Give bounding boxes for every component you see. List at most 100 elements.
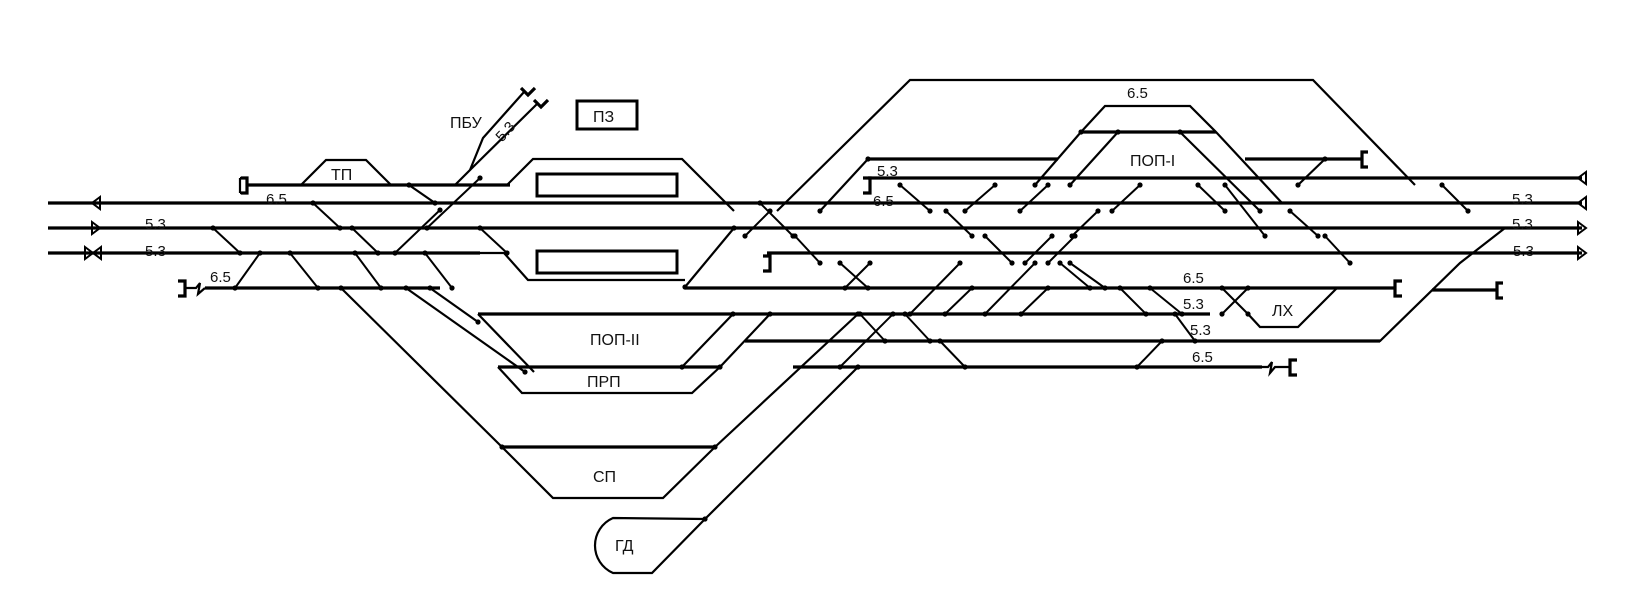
switch-link (939, 340, 966, 368)
pop2-loop (477, 313, 535, 373)
switch-link (424, 252, 453, 289)
switch-link (839, 262, 869, 289)
switch-point (1245, 285, 1251, 291)
tp-label: ТП (331, 167, 352, 184)
switch-point (1322, 233, 1328, 239)
switch-link (819, 158, 869, 212)
switch-point (1195, 182, 1201, 188)
switch-point (1078, 129, 1084, 135)
switch-point (1032, 182, 1038, 188)
switch-point (927, 338, 933, 344)
switch-point (1257, 208, 1263, 214)
switch-point (1192, 338, 1198, 344)
top-bypass-track (776, 78, 1416, 212)
buffer-stop-icon (1360, 150, 1368, 169)
switch-link (1136, 340, 1163, 368)
switch-point (1067, 260, 1073, 266)
switch-link (212, 227, 241, 254)
switch-point (927, 208, 933, 214)
switch-point (422, 250, 428, 256)
arrow-right-icon (91, 220, 102, 236)
switch-point (937, 338, 943, 344)
switch-link (354, 252, 382, 289)
pop2-lead (429, 287, 479, 323)
switch-link (1149, 287, 1183, 315)
switch-point (867, 260, 873, 266)
grade-label: 5.3 (1513, 243, 1534, 260)
switch-point (731, 225, 737, 231)
gd-track (593, 366, 859, 575)
switch-point (1045, 260, 1051, 266)
switch-point (1137, 182, 1143, 188)
switch-link (681, 313, 734, 368)
switch-link (479, 227, 508, 254)
buffer-stop-icon (863, 176, 872, 195)
lower-platform-track (480, 251, 685, 282)
switch-link (899, 184, 931, 212)
switch-link (394, 209, 441, 254)
switch-point (1295, 182, 1301, 188)
switch-link (1441, 184, 1469, 212)
switch-point (349, 225, 355, 231)
pop2-label: ПОП-II (590, 332, 640, 349)
switch-link (1179, 131, 1261, 212)
switch-points (210, 129, 1471, 522)
switch-point (767, 208, 773, 214)
break-mark-icon (1262, 361, 1290, 377)
switch-link (1019, 184, 1049, 212)
tp-dead-end-bracket (241, 176, 249, 195)
switch-point (767, 311, 773, 317)
switch-point (1465, 208, 1471, 214)
switch-point (432, 200, 438, 206)
switch-link (1034, 131, 1082, 186)
switch-link (351, 227, 379, 254)
switch-point (717, 364, 723, 370)
switch-point (403, 285, 409, 291)
switch-link (984, 235, 1013, 264)
switch-link (426, 177, 481, 229)
gd-label: ГД (615, 538, 634, 555)
switch-point (855, 364, 861, 370)
switch-link (944, 287, 973, 315)
switch-link (1020, 287, 1049, 315)
buffer-stop-icon (1495, 281, 1503, 300)
lower-diagonals (340, 287, 526, 448)
arrow-left-icon (1576, 170, 1587, 186)
switch-point (730, 311, 736, 317)
switch-point (757, 200, 763, 206)
switch-link (1024, 235, 1053, 264)
lh-loop (1247, 287, 1338, 329)
switch-point (837, 364, 843, 370)
switch-link (1324, 235, 1351, 264)
sp-label: СП (593, 469, 616, 486)
switch-point (865, 285, 871, 291)
arrow-left-icon (90, 195, 101, 211)
switch-point (1109, 208, 1115, 214)
pz-label: ПЗ (593, 109, 614, 126)
switch-link (984, 262, 1036, 315)
switch-point (522, 369, 528, 375)
switch-point (1017, 208, 1023, 214)
switch-point (477, 175, 483, 181)
switch-point (504, 250, 510, 256)
sp-lead (340, 287, 503, 448)
upper-platform-track (506, 157, 735, 212)
prp-label: ПРП (587, 374, 621, 391)
switch-point (1322, 156, 1328, 162)
switch-point (1095, 208, 1101, 214)
switch-point (437, 207, 443, 213)
right-lower-track (745, 227, 1506, 343)
switch-point (957, 260, 963, 266)
switch-point (969, 285, 975, 291)
switch-link (794, 235, 821, 264)
switch-point (1219, 311, 1225, 317)
switch-point (817, 208, 823, 214)
switch-point (1049, 233, 1055, 239)
switch-link (759, 202, 794, 237)
switch-point (337, 225, 343, 231)
break-mark-icon (185, 282, 206, 297)
platform-upper (535, 172, 679, 198)
switch-point (742, 233, 748, 239)
grade-label: 5.3 (1190, 322, 1211, 339)
switch-point (865, 156, 871, 162)
